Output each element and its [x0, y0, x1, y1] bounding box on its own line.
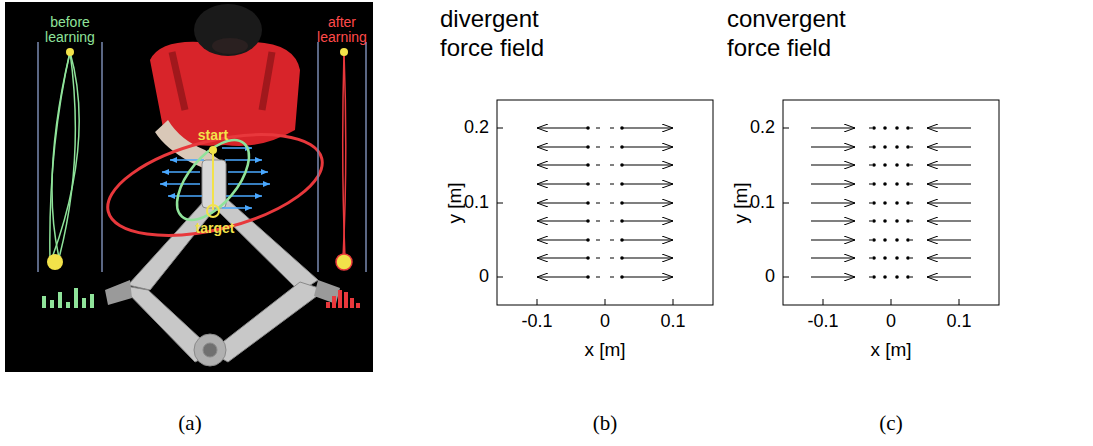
tick-label: 0 [600, 312, 610, 332]
inset-title: before learning [34, 15, 106, 46]
tick-label: 0 [765, 267, 775, 287]
panel-title: divergent force field [440, 4, 590, 62]
axis-label: y [m] [445, 182, 466, 223]
inset-title: after learning [306, 15, 378, 46]
tick-label: -0.1 [807, 312, 838, 332]
tick-label: 0.1 [660, 312, 685, 332]
tick-label: 0.1 [464, 193, 489, 213]
tick-label: 0.2 [750, 118, 775, 138]
tick-label: 0.1 [946, 312, 971, 332]
panel-caption: (c) [879, 412, 902, 435]
axis-label: x [m] [870, 340, 911, 361]
photo-panel [5, 2, 373, 372]
axis-label: x [m] [584, 340, 625, 361]
axis-label: y [m] [731, 182, 752, 223]
tick-label: 0 [479, 267, 489, 287]
tick-label: 0 [886, 312, 896, 332]
divergent-plot [497, 100, 713, 305]
point-label: start [198, 128, 228, 143]
convergent-plot [783, 100, 999, 305]
panel-caption: (a) [178, 412, 201, 435]
tick-label: 0.2 [464, 118, 489, 138]
panel-caption: (b) [593, 412, 618, 435]
point-label: target [196, 221, 235, 236]
panel-title: convergent force field [727, 4, 877, 62]
tick-label: 0.1 [750, 193, 775, 213]
tick-label: -0.1 [521, 312, 552, 332]
